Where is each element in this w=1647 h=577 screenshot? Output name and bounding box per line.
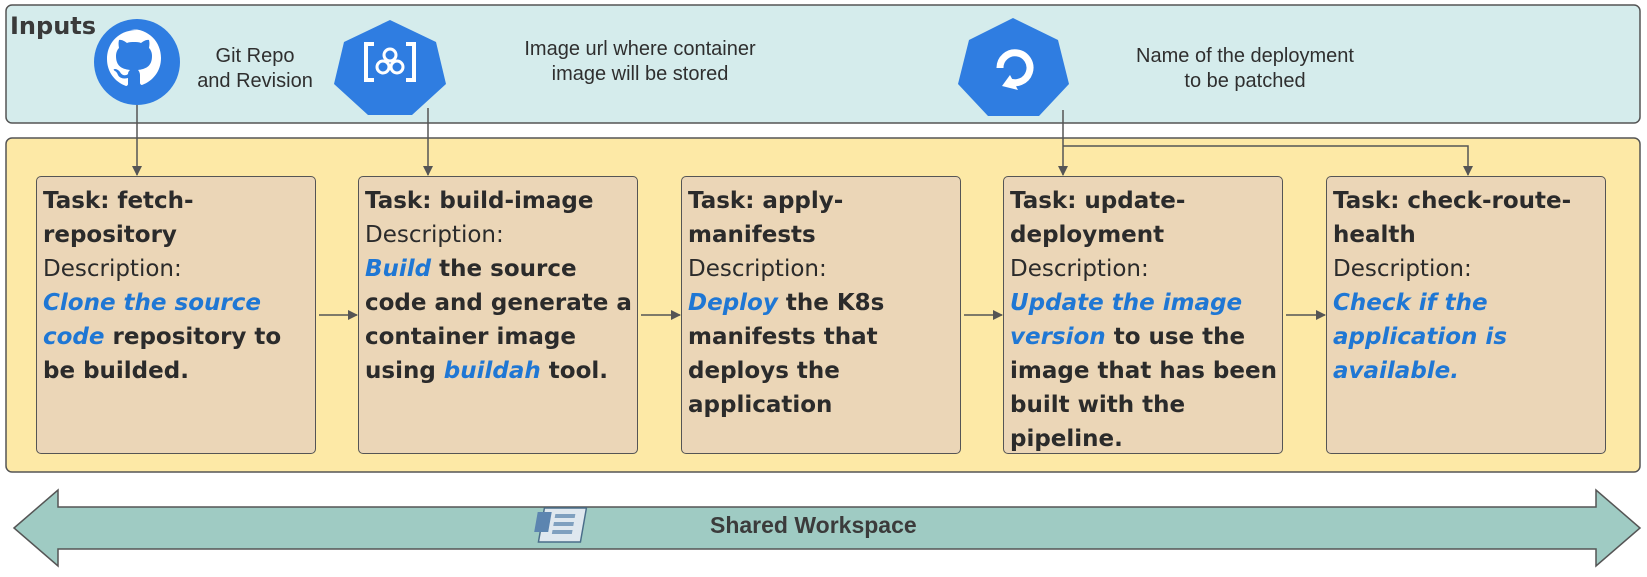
task-highlight-tool: buildah <box>443 358 541 384</box>
task-description: Check if the application is available. <box>1333 286 1605 388</box>
task-description-label: Description: <box>365 222 504 248</box>
task-highlight: Check if the application is available. <box>1333 290 1508 384</box>
task-description: Build the source code and generate a con… <box>365 252 637 388</box>
deployment-name-label: Name of the deployment to be patched <box>1136 45 1354 92</box>
task-description-text: the source code and generate a container… <box>365 256 632 384</box>
inputs-title: Inputs <box>10 12 97 40</box>
task-build-image: Task: build-image Description: Build the… <box>358 176 638 454</box>
task-highlight: Build <box>365 256 432 282</box>
task-title: Task: check-route-health <box>1333 188 1572 248</box>
workspace-icon <box>534 507 588 543</box>
task-title: Task: update-deployment <box>1010 188 1186 248</box>
git-repo-label: Git Repo and Revision <box>197 45 313 92</box>
deployment-icon <box>958 18 1069 116</box>
task-highlight: Deploy <box>688 290 778 316</box>
task-description: Update the image version to use the imag… <box>1010 286 1282 456</box>
task-highlight: Update the image version <box>1010 290 1243 350</box>
task-description-text: to use the image that has been built wit… <box>1010 324 1277 452</box>
task-description: Deploy the K8s manifests that deploys th… <box>688 286 960 422</box>
task-description-text-end: tool. <box>540 358 608 384</box>
task-description: Clone the source code repository to be b… <box>43 286 315 388</box>
task-title: Task: apply-manifests <box>688 188 844 248</box>
github-icon <box>94 19 180 105</box>
task-fetch-repository: Task: fetch-repository Description: Clon… <box>36 176 316 454</box>
task-description-label: Description: <box>43 256 182 282</box>
shared-workspace-arrow <box>12 488 1642 568</box>
task-title: Task: fetch-repository <box>43 188 194 248</box>
image-url-label: Image url where container image will be … <box>524 38 756 85</box>
task-highlight: Clone the source code <box>43 290 261 350</box>
task-description-text: repository to be builded. <box>43 324 282 384</box>
task-description-label: Description: <box>1010 256 1149 282</box>
task-description-label: Description: <box>688 256 827 282</box>
task-check-route-health: Task: check-route-health Description: Ch… <box>1326 176 1606 454</box>
container-registry-icon <box>334 20 446 115</box>
arrow-deploy-to-health <box>1063 145 1473 176</box>
shared-workspace-label: Shared Workspace <box>710 512 917 538</box>
task-update-deployment: Task: update-deployment Description: Upd… <box>1003 176 1283 454</box>
task-apply-manifests: Task: apply-manifests Description: Deplo… <box>681 176 961 454</box>
task-description-text: the K8s manifests that deploys the appli… <box>688 290 885 418</box>
task-description-label: Description: <box>1333 256 1472 282</box>
task-title: Task: build-image <box>365 188 594 214</box>
